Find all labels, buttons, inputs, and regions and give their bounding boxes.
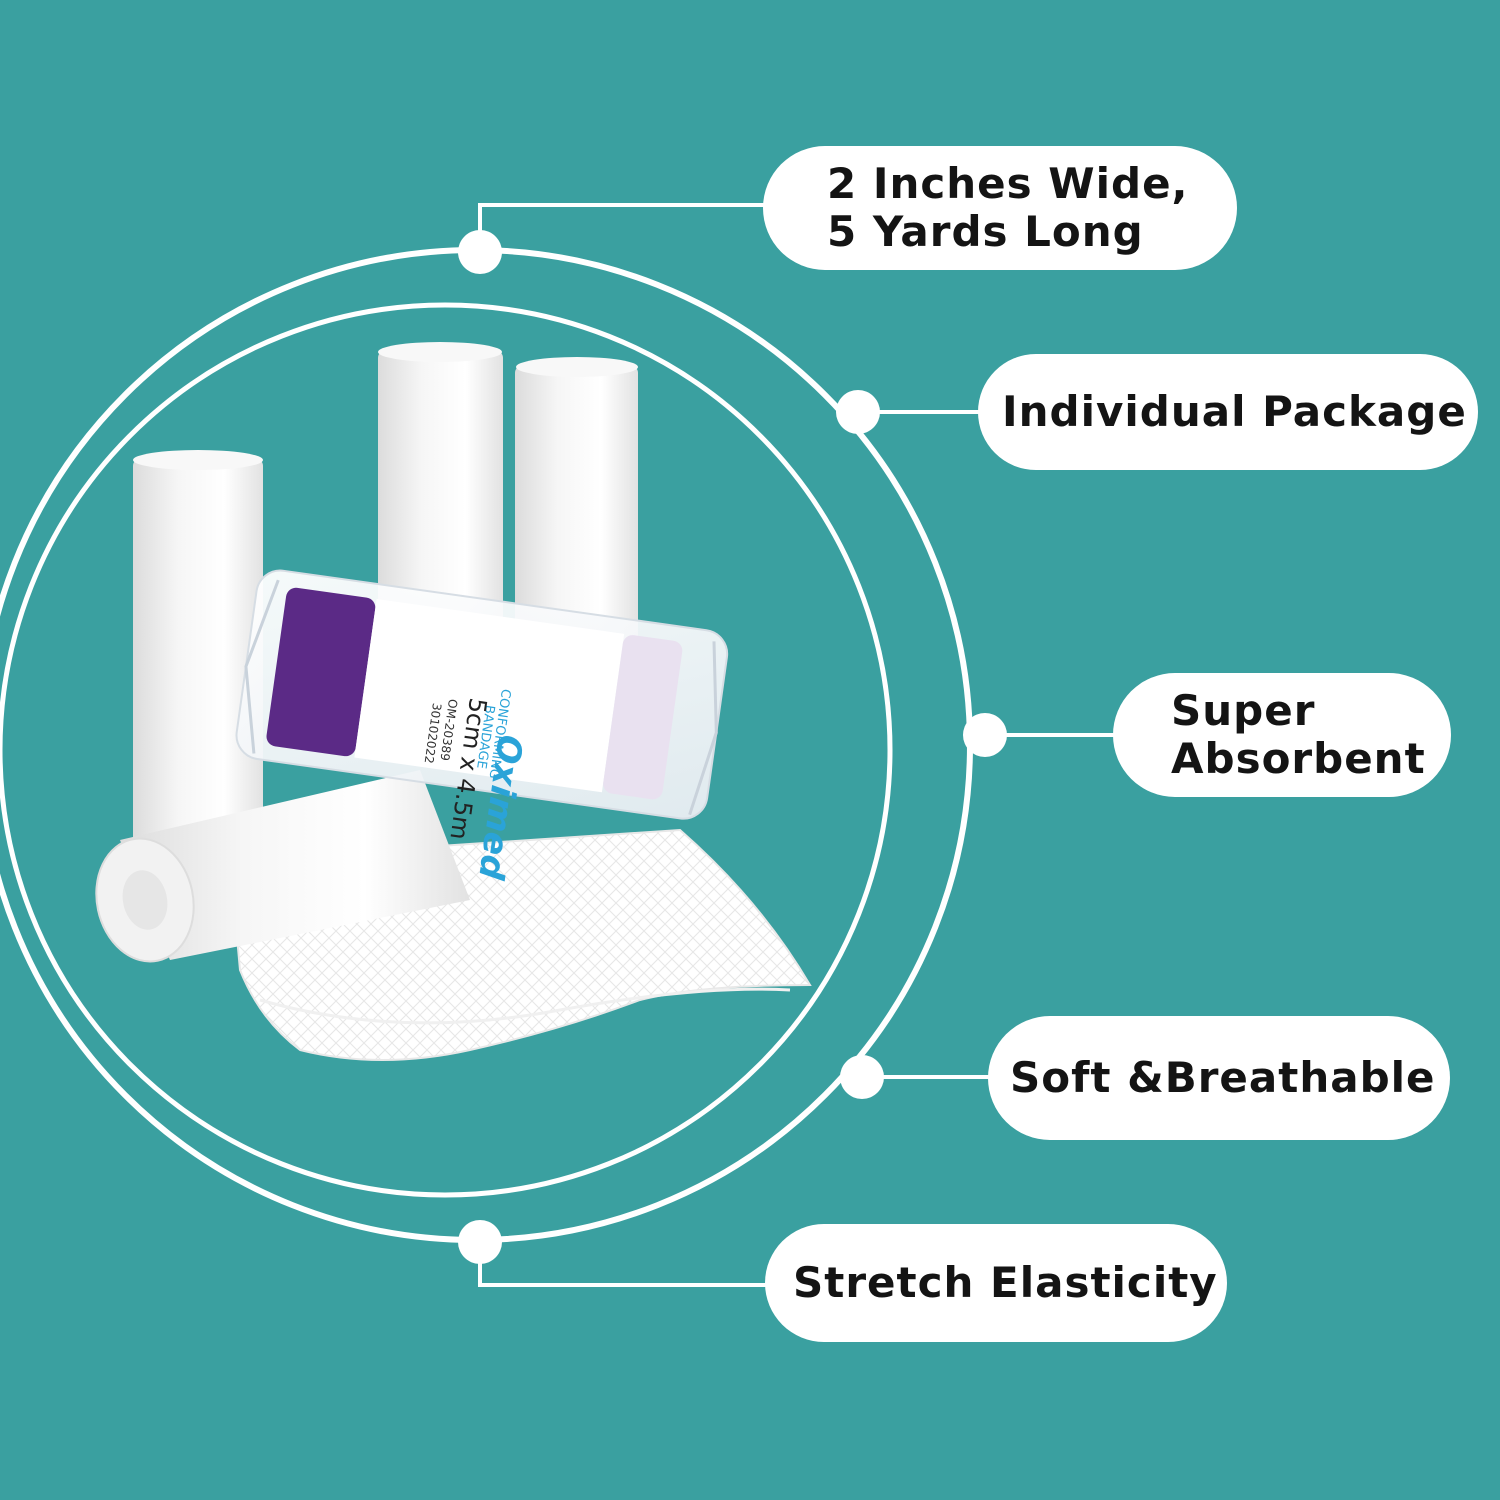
dot-breathable bbox=[840, 1055, 884, 1099]
feature-breathable-callout: Soft &Breathable bbox=[988, 1016, 1450, 1140]
connector-size bbox=[478, 203, 765, 250]
feature-absorbent-line1: Super bbox=[1171, 686, 1316, 735]
packaged-bandage bbox=[235, 569, 729, 820]
feature-package-label: Individual Package bbox=[1002, 387, 1467, 436]
feature-size-line1: 2 Inches Wide, bbox=[827, 159, 1189, 208]
bandage-roll-lying bbox=[95, 770, 470, 963]
feature-stretch-label: Stretch Elasticity bbox=[793, 1258, 1218, 1307]
feature-stretch-callout: Stretch Elasticity bbox=[765, 1224, 1227, 1342]
dot-stretch bbox=[458, 1220, 502, 1264]
dot-absorbent bbox=[963, 713, 1007, 757]
feature-size-callout: 2 Inches Wide, 5 Yards Long bbox=[763, 146, 1237, 270]
bandage-roll-left bbox=[133, 450, 263, 853]
inner-ring bbox=[0, 302, 893, 1198]
feature-absorbent-callout: Super Absorbent bbox=[1113, 673, 1451, 797]
feature-size-line2: 5 Yards Long bbox=[827, 207, 1144, 256]
bandage-roll-right bbox=[515, 357, 638, 680]
feature-package-callout: Individual Package bbox=[978, 354, 1478, 470]
dot-package bbox=[836, 390, 880, 434]
feature-breathable-label: Soft &Breathable bbox=[1010, 1053, 1436, 1102]
feature-absorbent-line2: Absorbent bbox=[1171, 734, 1426, 783]
connector-stretch bbox=[478, 1242, 767, 1287]
dot-size bbox=[458, 230, 502, 274]
